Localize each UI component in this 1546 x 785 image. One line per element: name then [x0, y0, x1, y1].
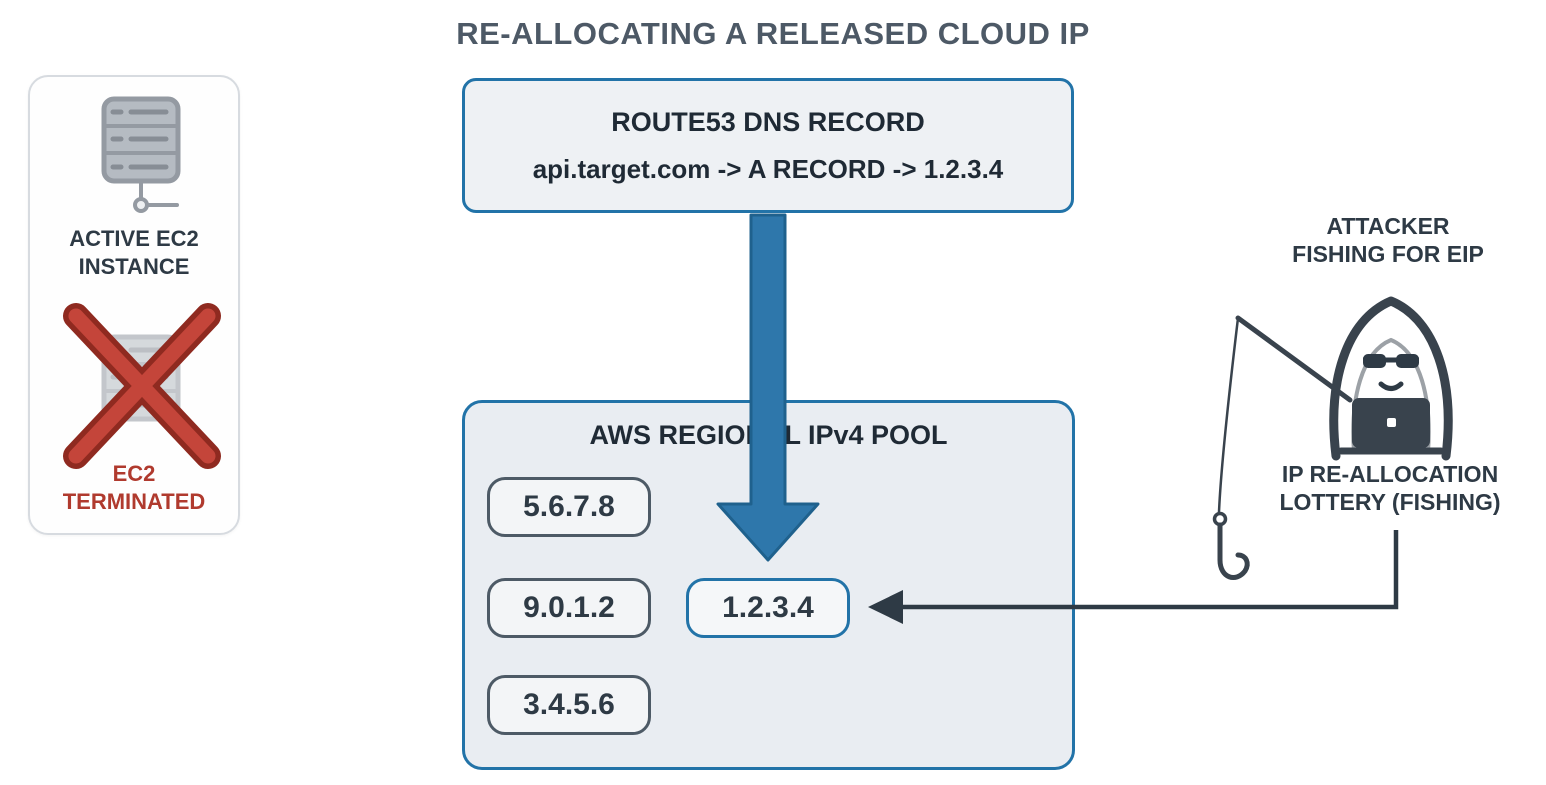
ip-chip-3456: 3.4.5.6: [487, 675, 651, 735]
route53-dns-record: api.target.com -> A RECORD -> 1.2.3.4: [532, 153, 1004, 184]
terminated-ec2-label: EC2 TERMINATED: [30, 460, 238, 516]
ec2-lifecycle-panel: ACTIVE EC2 INSTANCE EC2 TERMINATED: [28, 75, 240, 535]
ip-chip-1234-highlighted: 1.2.3.4: [686, 578, 850, 638]
active-ec2-label-line1: ACTIVE EC2: [69, 226, 199, 251]
terminated-ec2-label-line2: TERMINATED: [62, 489, 206, 514]
active-ec2-label-line2: INSTANCE: [78, 254, 190, 279]
attacker-caption: IP RE-ALLOCATION LOTTERY (FISHING): [1272, 460, 1508, 516]
mustache-icon: [1378, 381, 1404, 391]
fishhook-icon: [1212, 511, 1250, 581]
route53-dns-title: ROUTE53 DNS RECORD: [611, 106, 925, 137]
attacker-label: ATTACKER FISHING FOR EIP: [1278, 212, 1498, 268]
attacker-caption-line2: LOTTERY (FISHING): [1279, 489, 1501, 515]
route53-dns-box: ROUTE53 DNS RECORD api.target.com -> A R…: [462, 78, 1074, 213]
active-ec2-label: ACTIVE EC2 INSTANCE: [30, 225, 238, 281]
ip-chip-5678: 5.6.7.8: [487, 477, 651, 537]
ip-chip-9012: 9.0.1.2: [487, 578, 651, 638]
terminated-ec2-label-line1: EC2: [112, 461, 156, 486]
attacker-label-line2: FISHING FOR EIP: [1292, 241, 1484, 267]
page-title: RE-ALLOCATING A RELEASED CLOUD IP: [456, 16, 1090, 51]
attacker-caption-line1: IP RE-ALLOCATION: [1281, 461, 1499, 487]
sunglasses-icon: [1363, 354, 1419, 368]
laptop-icon: [1337, 398, 1445, 455]
attacker-icon: [1329, 296, 1453, 461]
attacker-label-line1: ATTACKER: [1326, 213, 1450, 239]
ipv4-pool-title: AWS REGIONAL IPv4 POOL: [589, 420, 948, 450]
